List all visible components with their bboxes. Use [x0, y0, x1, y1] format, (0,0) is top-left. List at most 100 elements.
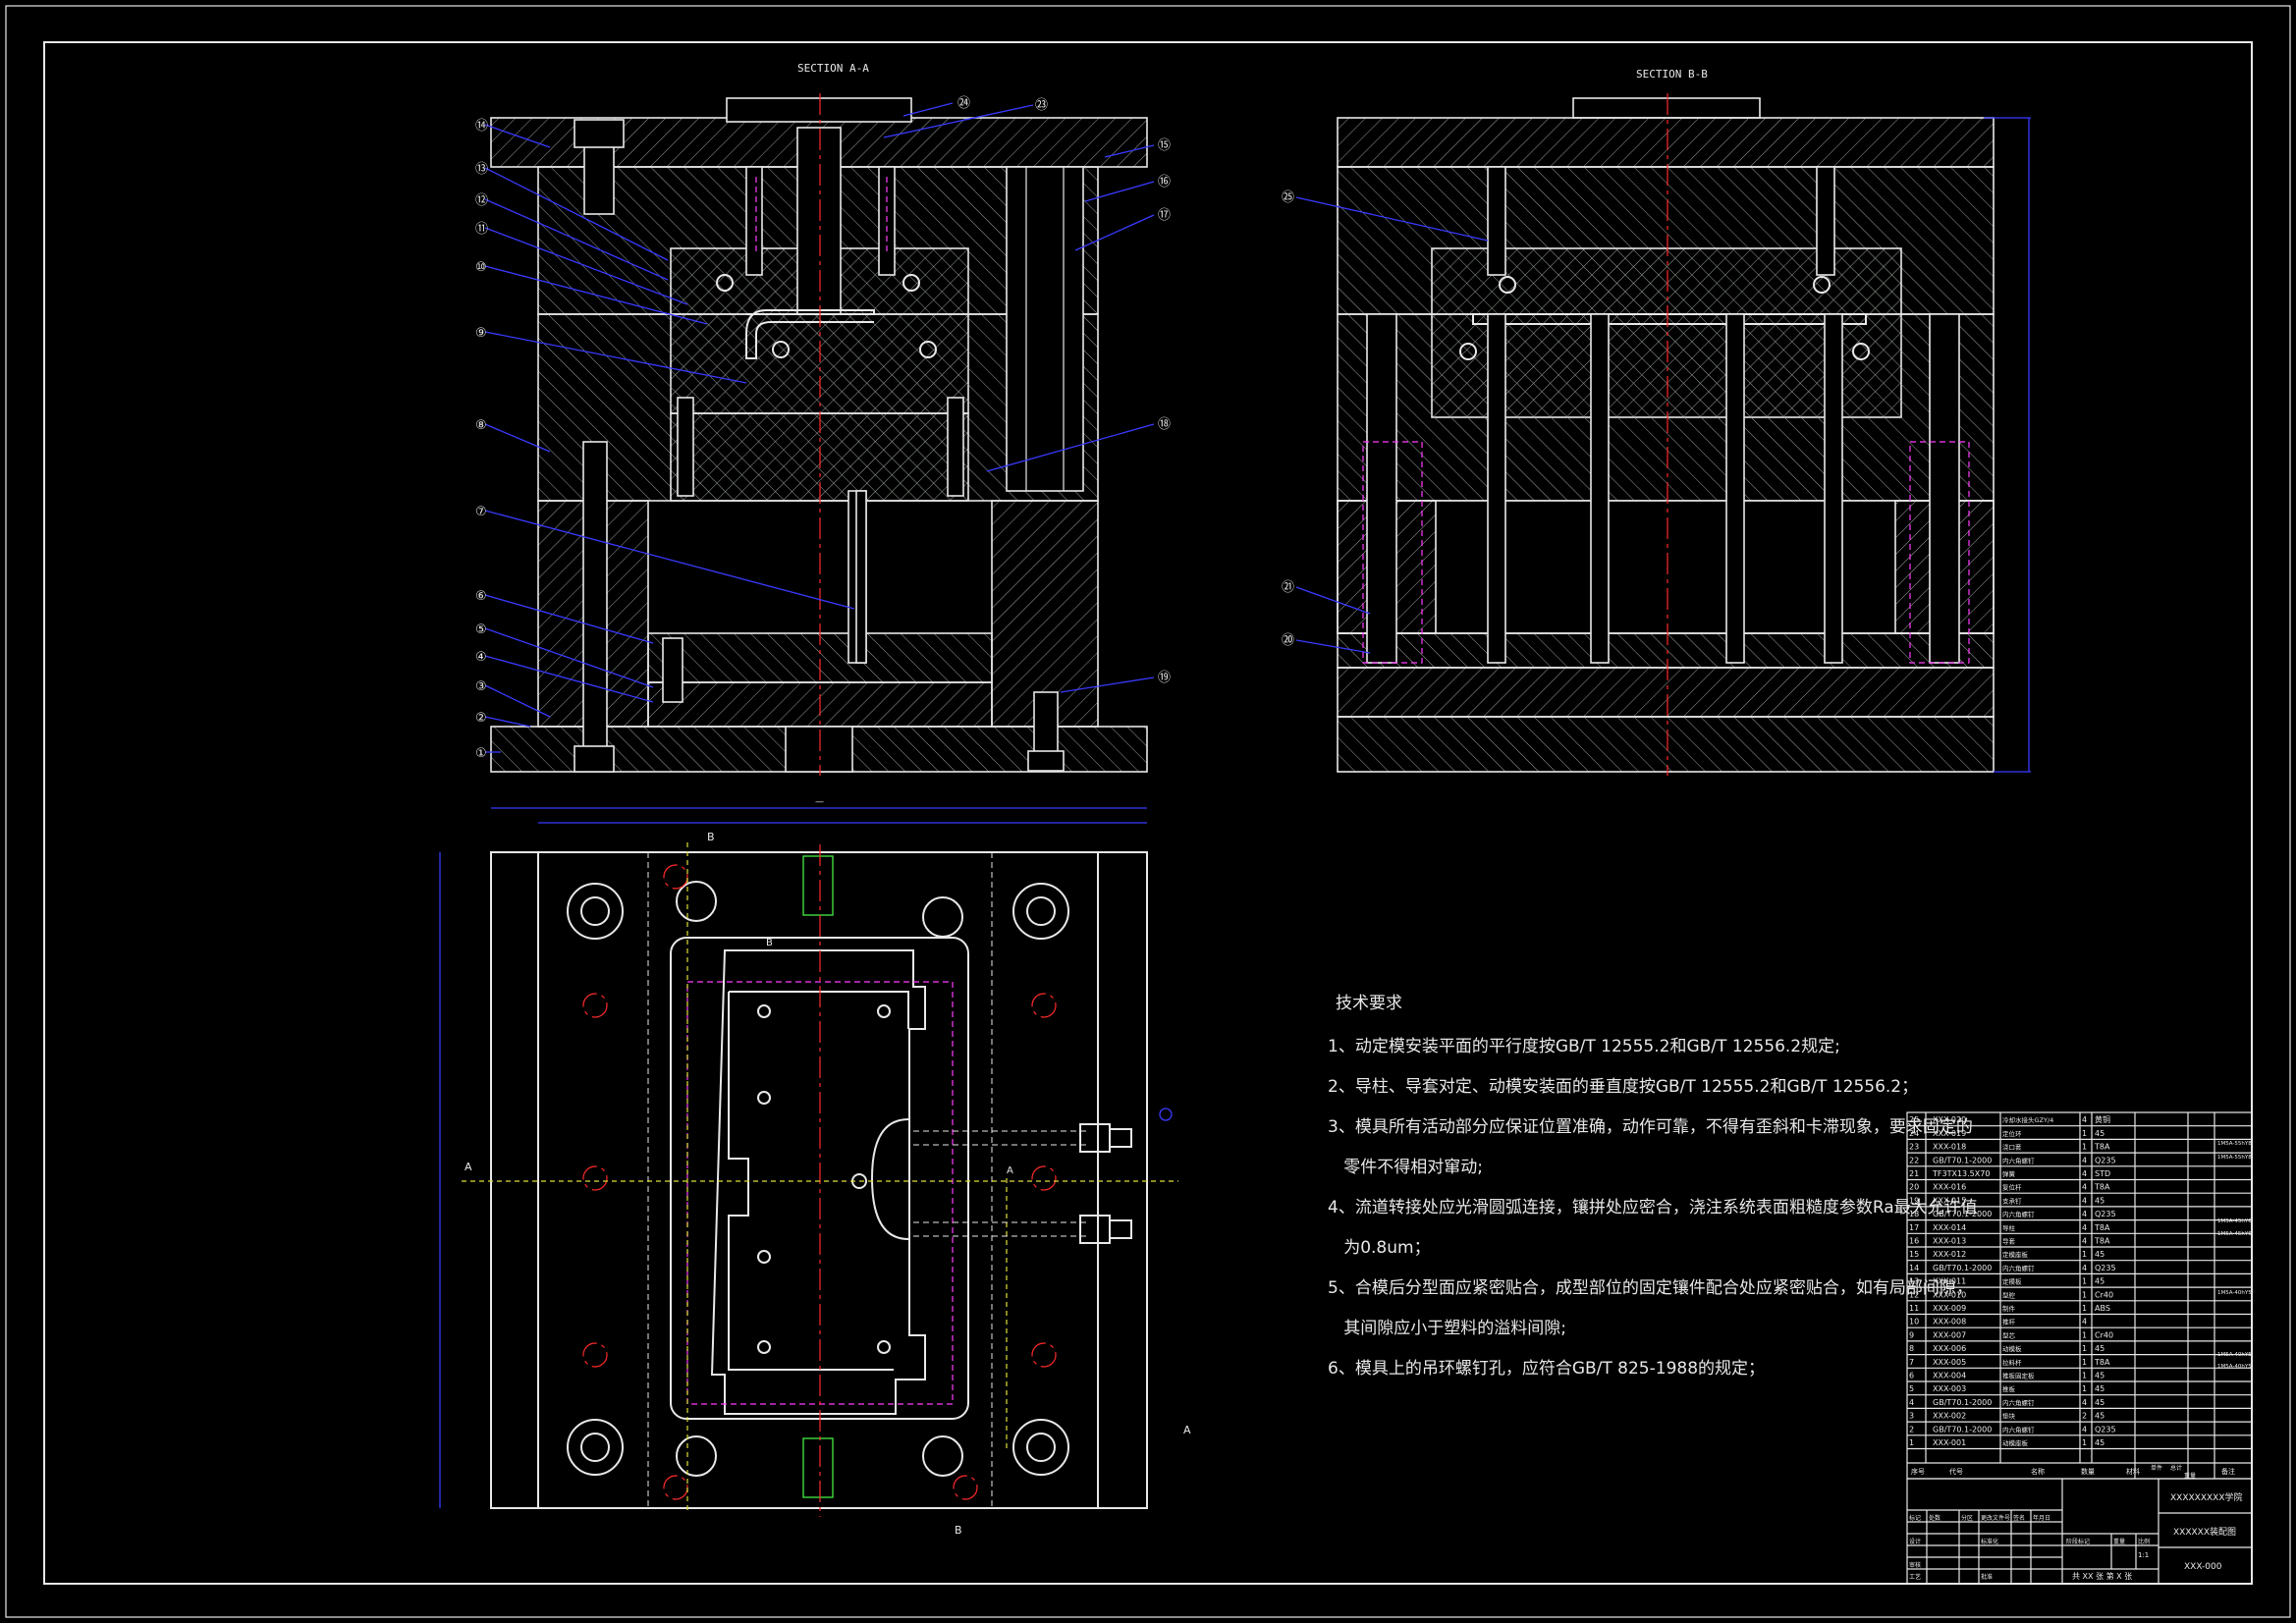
bom-cell: 1: [2082, 1129, 2087, 1138]
svg-text:总计: 总计: [2170, 1464, 2182, 1472]
svg-text:标记: 标记: [1909, 1514, 1921, 1522]
bom-cell: 45: [2095, 1344, 2105, 1353]
bom-cell: 2: [2082, 1412, 2087, 1421]
bom-cell: ABS: [2095, 1304, 2110, 1313]
svg-text:年月日: 年月日: [2033, 1514, 2050, 1522]
bom-cell: 复位杆: [2002, 1183, 2022, 1192]
bom-cell: 45: [2095, 1196, 2105, 1205]
svg-text:⑤: ⑤: [475, 622, 487, 637]
bom-cell: 45: [2095, 1438, 2105, 1447]
bom-cell: 型芯: [2002, 1330, 2016, 1339]
bom-cell: 4: [2082, 1318, 2087, 1326]
tech-line: 5、合模后分型面应紧密贴合，成型部位的固定镶件配合处应紧密贴合，如有局部间隙，: [1328, 1277, 1973, 1298]
bom-cell: 4: [2082, 1210, 2087, 1218]
bom-cell: 10: [1909, 1318, 1919, 1326]
bom-cell: 21: [1909, 1169, 1919, 1178]
svg-text:A: A: [1183, 1424, 1191, 1436]
bom-cell: 制件: [2002, 1304, 2016, 1313]
svg-text:①: ①: [475, 746, 487, 761]
bom-cell: 1: [1909, 1438, 1914, 1447]
bom-cell: 1: [2082, 1250, 2087, 1259]
bom-cell: 3: [1909, 1412, 1914, 1421]
bom-cell: 14: [1909, 1264, 1919, 1272]
bom-cell: 17: [1909, 1223, 1919, 1232]
bom-cell: 4: [2082, 1115, 2087, 1124]
svg-text:②: ②: [475, 711, 487, 726]
svg-text:工艺: 工艺: [1909, 1573, 1921, 1581]
svg-text:设计: 设计: [1909, 1538, 1921, 1545]
bom-cell: GB/T70.1-2000: [1933, 1264, 1992, 1272]
svg-text:⑩: ⑩: [475, 260, 487, 275]
bom-note: 1M5A-40hY5: [2217, 1364, 2252, 1370]
bom-cell: Q235: [2095, 1156, 2116, 1164]
bom-cell: 内六角螺钉: [2002, 1264, 2035, 1272]
svg-text:④: ④: [475, 650, 487, 665]
bom-cell: 4: [2082, 1183, 2087, 1192]
section-b-title: SECTION B-B: [1636, 68, 1708, 81]
bom-cell: Cr40: [2095, 1290, 2113, 1299]
bom-cell: 导套: [2002, 1237, 2016, 1246]
svg-text:⑭: ⑭: [475, 119, 488, 134]
svg-text:签名: 签名: [2013, 1514, 2025, 1522]
balloons-section-a: ⑭ ⑬ ⑫ ⑪ ⑩ ⑨ ⑧ ⑦ ⑥ ⑤ ④ ③ ② ① ㉔ ㉓ ⑮ ⑯ ⑰ ⑱ …: [475, 96, 1171, 761]
bom-cell: 45: [2095, 1129, 2105, 1138]
svg-text:阶段标记: 阶段标记: [2066, 1538, 2090, 1545]
outer-border: [5, 5, 2291, 1618]
bom-cell: 推杆: [2002, 1318, 2016, 1326]
bom-cell: XXX-010: [1933, 1290, 1966, 1299]
bom-cell: 1: [2082, 1304, 2087, 1313]
bom-cell: Q235: [2095, 1425, 2116, 1434]
bom-cell: 15: [1909, 1250, 1919, 1259]
svg-text:⑰: ⑰: [1158, 208, 1171, 223]
svg-text:⑨: ⑨: [475, 326, 487, 341]
tech-line: 4、流道转接处应光滑圆弧连接，镶拼处应密合，浇注系统表面粗糙度参数Ra最大允许值: [1328, 1197, 1978, 1217]
svg-text:⑳: ⑳: [1282, 633, 1294, 648]
bom-cell: XXX-008: [1933, 1318, 1966, 1326]
bom-cell: 18: [1909, 1210, 1919, 1218]
bom-cell: TF3TX13.5X70: [1932, 1169, 1990, 1178]
bom-cell: GB/T70.1-2000: [1933, 1156, 1992, 1164]
svg-text:⑯: ⑯: [1158, 175, 1171, 189]
bom-cell: 13: [1909, 1277, 1919, 1286]
svg-text:共 XX 张 第 X 张: 共 XX 张 第 X 张: [2072, 1571, 2132, 1581]
svg-text:材料: 材料: [2126, 1467, 2140, 1476]
bom-cell: 定模座板: [2002, 1250, 2029, 1259]
svg-text:㉕: ㉕: [1282, 190, 1294, 205]
svg-text:A: A: [465, 1161, 472, 1173]
bom-cell: 4: [2082, 1264, 2087, 1272]
bom-note: 1M5A-40hY5: [2217, 1290, 2252, 1296]
bom-cell: 4: [2082, 1398, 2087, 1407]
svg-text:比例: 比例: [2138, 1538, 2150, 1545]
bom-cell: XXX-009: [1933, 1304, 1966, 1313]
bom-cell: 4: [2082, 1156, 2087, 1164]
svg-text:标准化: 标准化: [1981, 1538, 1998, 1545]
bom-note: 1M5A-55hY8: [2217, 1155, 2252, 1161]
bom-cell: 内六角螺钉: [2002, 1425, 2035, 1434]
bom-cell: 内六角螺钉: [2002, 1210, 2035, 1218]
bom-cell: 2: [1909, 1425, 1914, 1434]
bom-cell: 24: [1909, 1129, 1919, 1138]
bom-cell: XXX-004: [1933, 1372, 1966, 1380]
school-name: XXXXXXXXX学院: [2170, 1491, 2243, 1503]
bom-cell: XXX-014: [1933, 1223, 1966, 1232]
inner-border: [43, 41, 2253, 1585]
bom-cell: XXX-016: [1933, 1183, 1966, 1192]
bom-cell: XXX-019: [1933, 1129, 1966, 1138]
svg-text:—: —: [815, 797, 824, 807]
bom-cell: XXX-018: [1933, 1143, 1966, 1152]
bom-note: 1M5A-45hY6: [2217, 1218, 2252, 1224]
bom-cell: 4: [2082, 1169, 2087, 1178]
svg-text:⑧: ⑧: [475, 418, 487, 433]
tech-line: 6、模具上的吊环螺钉孔，应符合GB/T 825-1988的规定；: [1328, 1359, 1765, 1379]
bom-cell: XXX-007: [1933, 1330, 1966, 1339]
bom-cell: 1: [2082, 1143, 2087, 1152]
bom-cell: 12: [1909, 1290, 1919, 1299]
svg-text:⑦: ⑦: [475, 505, 487, 519]
svg-text:㉔: ㉔: [957, 96, 970, 111]
bom-cell: 4: [2082, 1425, 2087, 1434]
bom-cell: XXX-011: [1933, 1277, 1966, 1286]
bom-cell: T8A: [2094, 1183, 2110, 1192]
tech-line: 3、模具所有活动部分应保证位置准确，动作可靠，不得有歪斜和卡滞现象，要求固定的: [1328, 1117, 1973, 1137]
bom-cell: 拉料杆: [2002, 1358, 2022, 1367]
